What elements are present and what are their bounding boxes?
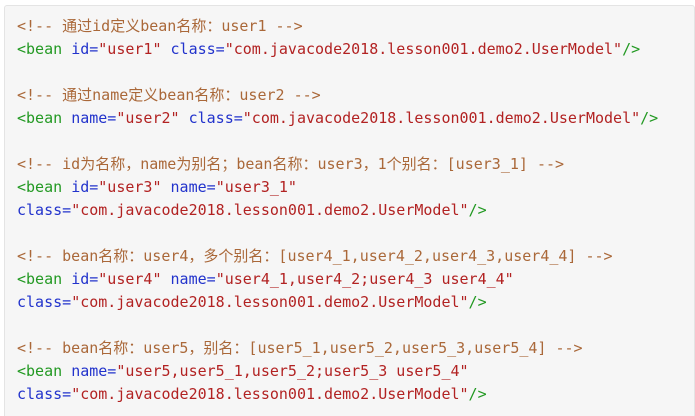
token-plain	[62, 178, 71, 196]
token-comment: <!-- 通过id定义bean名称：user1 -->	[17, 17, 303, 35]
token-tag: <bean	[17, 40, 63, 58]
token-plain	[162, 40, 171, 58]
xml-code-block: <!-- 通过id定义bean名称：user1 --><bean id="use…	[4, 5, 695, 416]
code-line: <!-- id为名称，name为别名；bean名称：user3，1个别名：[us…	[17, 153, 682, 176]
token-plain	[62, 109, 71, 127]
token-plain	[162, 178, 171, 196]
token-plain	[180, 109, 189, 127]
token-attr: class=	[17, 385, 72, 403]
code-line	[17, 222, 682, 245]
code-line	[17, 314, 682, 337]
code-line: <!-- bean名称：user4，多个别名：[user4_1,user4_2,…	[17, 245, 682, 268]
code-line: <bean id="user3" name="user3_1"	[17, 176, 682, 199]
code-line: <bean id="user4" name="user4_1,user4_2;u…	[17, 268, 682, 291]
token-plain	[162, 270, 171, 288]
token-string: "user5,user5_1,user5_2;user5_3 user5_4"	[116, 362, 469, 380]
code-line: class="com.javacode2018.lesson001.demo2.…	[17, 291, 682, 314]
token-string: "user2"	[116, 109, 180, 127]
token-attr: name=	[71, 109, 117, 127]
token-comment: <!-- 通过name定义bean名称：user2 -->	[17, 86, 321, 104]
token-attr: class=	[17, 201, 72, 219]
token-tag: />	[622, 40, 641, 58]
token-plain	[62, 362, 71, 380]
code-line: class="com.javacode2018.lesson001.demo2.…	[17, 199, 682, 222]
token-attr: id=	[71, 270, 99, 288]
code-line: <bean name="user2" class="com.javacode20…	[17, 107, 682, 130]
token-attr: id=	[71, 178, 99, 196]
token-string: "user3_1"	[215, 178, 297, 196]
token-attr: id=	[71, 40, 99, 58]
token-tag: />	[468, 293, 487, 311]
token-string: "user4_1,user4_2;user4_3 user4_4"	[215, 270, 514, 288]
token-tag: <bean	[17, 109, 63, 127]
token-tag: <bean	[17, 362, 63, 380]
token-attr: class=	[170, 40, 225, 58]
code-line: <!-- 通过name定义bean名称：user2 -->	[17, 84, 682, 107]
token-attr: name=	[170, 270, 216, 288]
token-tag: />	[468, 385, 487, 403]
token-string: "com.javacode2018.lesson001.demo2.UserMo…	[71, 201, 469, 219]
token-comment: <!-- id为名称，name为别名；bean名称：user3，1个别名：[us…	[17, 155, 565, 173]
token-comment: <!-- bean名称：user4，多个别名：[user4_1,user4_2,…	[17, 247, 613, 265]
code-line: <bean name="user5,user5_1,user5_2;user5_…	[17, 360, 682, 383]
code-line	[17, 61, 682, 84]
code-line: <!-- 通过id定义bean名称：user1 -->	[17, 15, 682, 38]
code-line	[17, 130, 682, 153]
code-line: <!-- bean名称：user5，别名：[user5_1,user5_2,us…	[17, 337, 682, 360]
token-string: "com.javacode2018.lesson001.demo2.UserMo…	[71, 385, 469, 403]
token-plain	[62, 40, 71, 58]
token-tag: <bean	[17, 270, 63, 288]
token-string: "user3"	[98, 178, 162, 196]
token-attr: name=	[170, 178, 216, 196]
token-attr: class=	[17, 293, 72, 311]
token-plain	[62, 270, 71, 288]
token-string: "user4"	[98, 270, 162, 288]
code-line: <bean id="user1" class="com.javacode2018…	[17, 38, 682, 61]
token-tag: <bean	[17, 178, 63, 196]
token-string: "com.javacode2018.lesson001.demo2.UserMo…	[224, 40, 623, 58]
token-string: "com.javacode2018.lesson001.demo2.UserMo…	[242, 109, 641, 127]
token-attr: name=	[71, 362, 117, 380]
token-tag: />	[640, 109, 659, 127]
code-line: class="com.javacode2018.lesson001.demo2.…	[17, 383, 682, 406]
token-string: "com.javacode2018.lesson001.demo2.UserMo…	[71, 293, 469, 311]
token-tag: />	[468, 201, 487, 219]
token-string: "user1"	[98, 40, 162, 58]
token-attr: class=	[188, 109, 243, 127]
token-comment: <!-- bean名称：user5，别名：[user5_1,user5_2,us…	[17, 339, 583, 357]
